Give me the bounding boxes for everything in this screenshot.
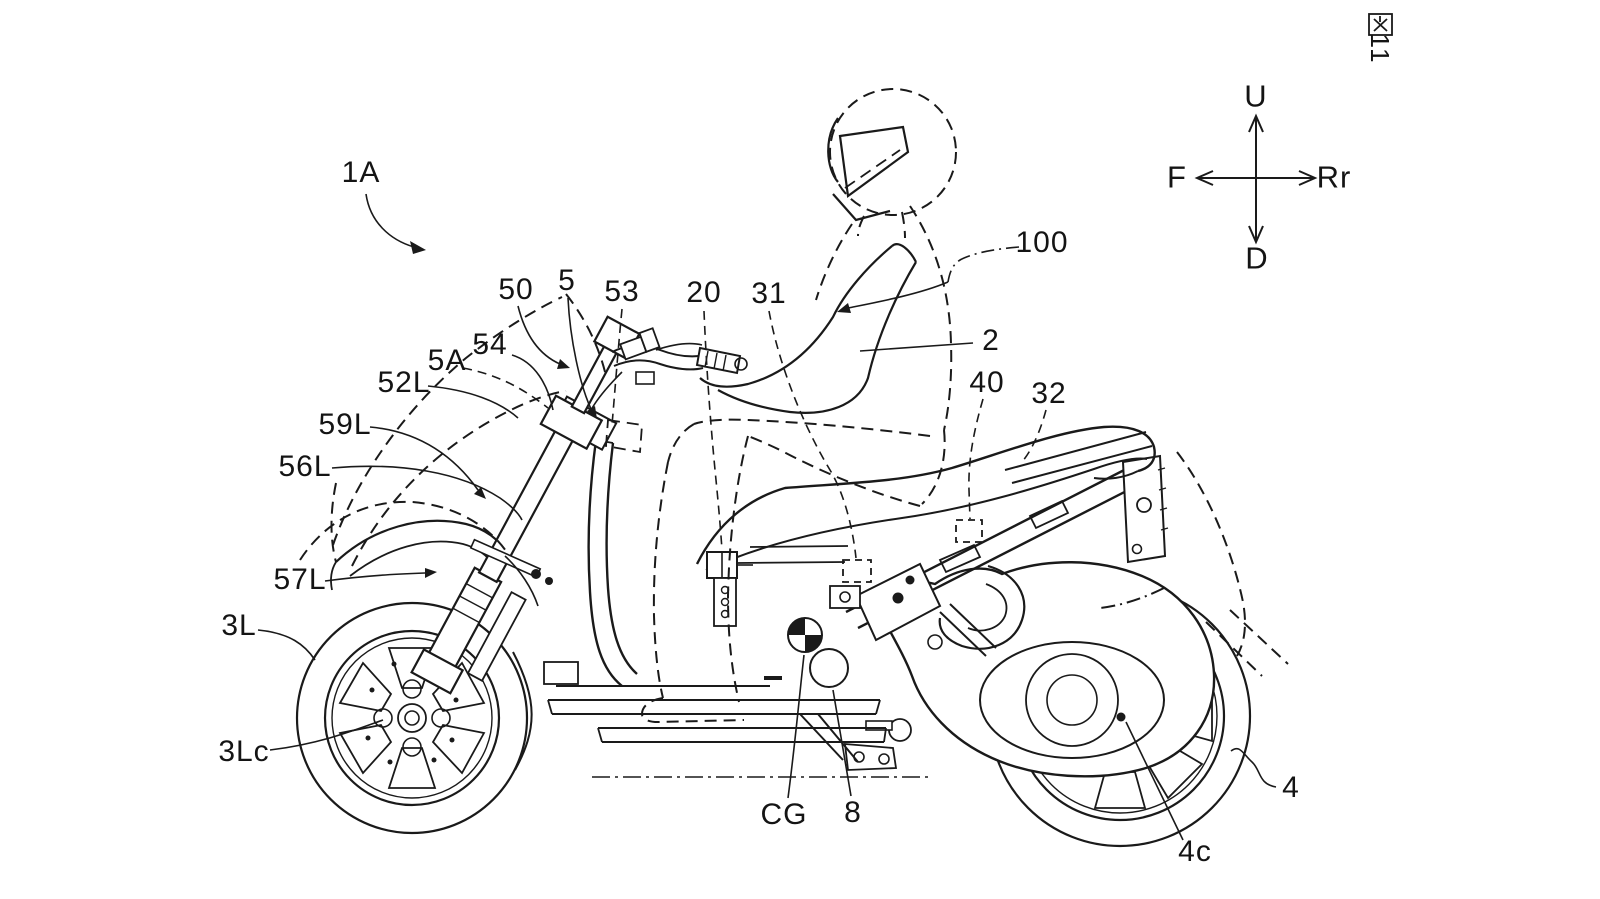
leader-4: [1230, 747, 1277, 788]
leader-56l: [331, 465, 523, 521]
leader-8: [832, 689, 852, 797]
rider-outline: [640, 88, 957, 724]
leader-1a: [365, 193, 415, 248]
rear-frame: [845, 431, 1169, 657]
leader-2: [859, 342, 974, 352]
ref-label-20: 20: [686, 276, 722, 309]
handlebar: [589, 327, 748, 413]
leader-cg: [787, 654, 805, 799]
cg-symbol: [787, 617, 823, 653]
ref-label-cg: CG: [760, 798, 808, 831]
leader-5: [567, 297, 592, 410]
figure-number: 11: [1365, 33, 1395, 65]
ref-label-4: 4: [1282, 771, 1300, 804]
leader-31: [768, 310, 857, 559]
ref-label-32: 32: [1031, 377, 1067, 410]
leader-lines: [257, 193, 1277, 841]
compass-up-label: U: [1244, 78, 1268, 114]
rider-arm: [699, 243, 917, 414]
leader-40: [968, 398, 984, 520]
leader-32: [1021, 409, 1047, 463]
leader-20: [703, 310, 723, 551]
ref-label-4c: 4c: [1178, 835, 1212, 868]
leader-54: [511, 354, 554, 411]
leader-3l: [257, 629, 316, 661]
leader-52l: [427, 385, 519, 419]
ref-label-8: 8: [844, 796, 862, 829]
ref-label-50: 50: [498, 273, 534, 306]
leader-5a: [462, 367, 549, 409]
ref-label-1a: 1A: [341, 156, 381, 189]
leader-50: [517, 305, 561, 365]
ref-label-52l: 52L: [377, 366, 431, 399]
compass-down-label: D: [1245, 240, 1269, 276]
leader-4c: [1125, 721, 1184, 841]
front-wheel: [295, 601, 533, 835]
ref-label-5a: 5A: [427, 344, 467, 377]
front-fender: [330, 519, 507, 591]
leader-53: [611, 308, 623, 426]
ref-label-31: 31: [751, 277, 787, 310]
transmission-case: [865, 561, 1216, 778]
ref-label-53: 53: [604, 275, 640, 308]
ref-label-59l: 59L: [318, 408, 372, 441]
ref-label-2: 2: [982, 324, 1000, 357]
ref-label-5: 5: [558, 264, 576, 297]
compass-rear-label: Rr: [1316, 159, 1352, 195]
leader-59l: [369, 426, 479, 491]
direction-compass: [1194, 113, 1318, 245]
frame-brackets: [706, 519, 983, 627]
rider-helmet-visor: [832, 125, 910, 222]
engine-mount-circle: [809, 648, 849, 688]
ref-label-54: 54: [472, 328, 508, 361]
ref-label-40: 40: [969, 366, 1005, 399]
leader-100: [947, 246, 1020, 283]
leader-3lc: [269, 719, 384, 751]
leader-57l: [324, 572, 426, 582]
ref-label-3lc: 3Lc: [218, 735, 270, 768]
zu-character-icon: [1368, 13, 1393, 36]
bodywork-outline: [299, 293, 1289, 778]
front-fork: [410, 315, 641, 695]
compass-front-label: F: [1167, 159, 1187, 195]
ref-label-56l: 56L: [278, 450, 332, 483]
ref-label-100: 100: [1015, 226, 1069, 259]
ref-label-3l: 3L: [221, 609, 257, 642]
ref-label-57l: 57L: [273, 563, 327, 596]
